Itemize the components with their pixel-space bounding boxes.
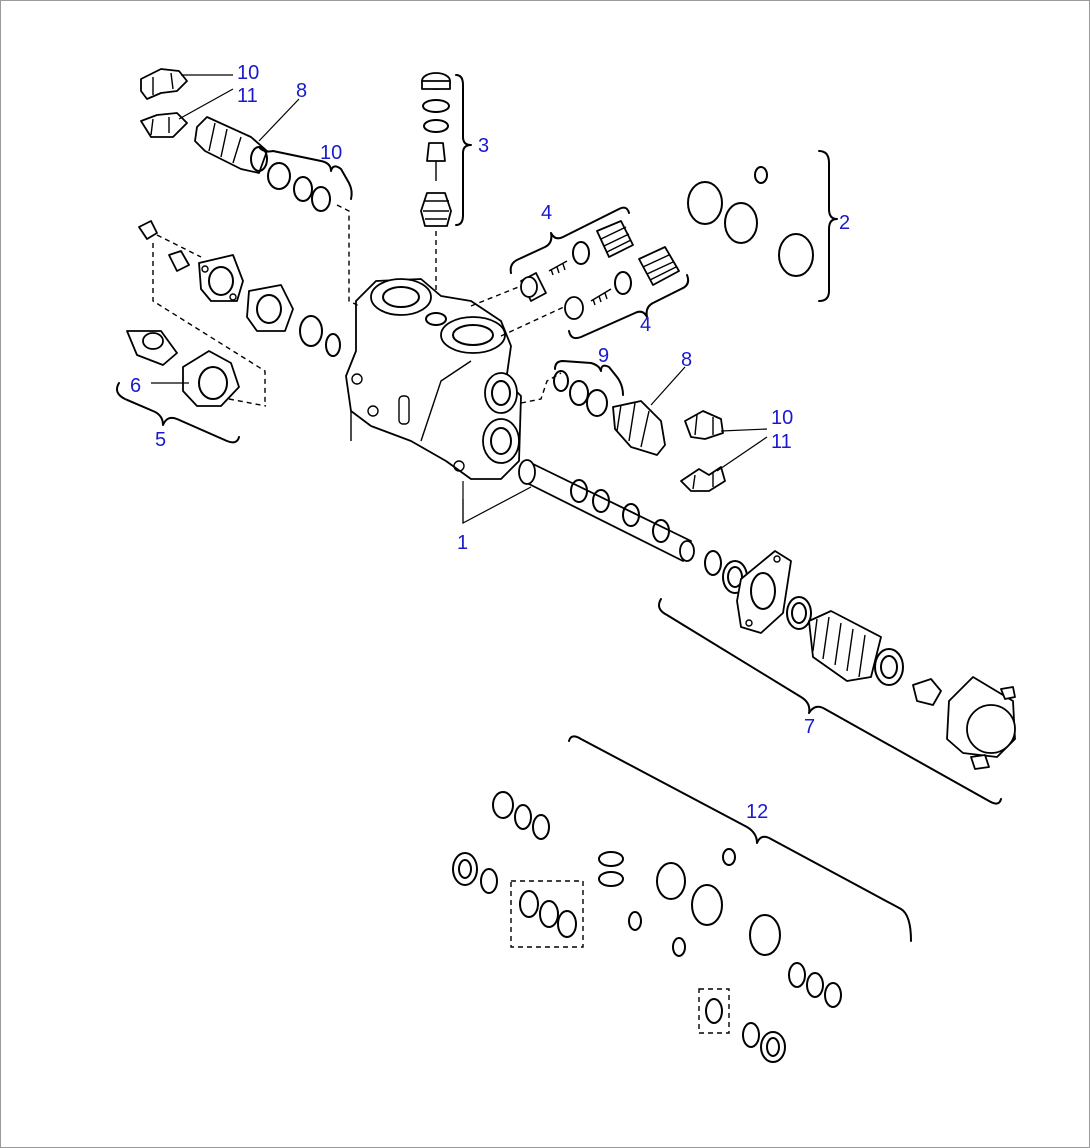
- part-4-upper: [520, 220, 634, 302]
- callout-7: 7: [804, 716, 815, 738]
- leader-lines: [151, 74, 768, 524]
- brace-12: [568, 735, 912, 942]
- clips-lower: [680, 410, 726, 492]
- part-3-assembly: [420, 72, 452, 293]
- callouts: 1 2 3 4 4 5 6 7 8 8 9 10 11 10 10 11 12: [130, 62, 850, 823]
- spool: [518, 459, 695, 562]
- callout-10-upper-left: 10: [237, 62, 259, 84]
- valve-body: [345, 278, 522, 480]
- callout-6: 6: [130, 375, 141, 397]
- callout-3: 3: [478, 135, 489, 157]
- brace-4-upper: [509, 206, 630, 274]
- callout-11-lower: 11: [771, 431, 792, 453]
- part-7-assembly: [704, 550, 1016, 770]
- callout-11-upper: 11: [237, 85, 258, 107]
- brace-3: [455, 74, 472, 226]
- callout-10-upper: 10: [320, 142, 342, 164]
- callout-10-lower: 10: [771, 407, 793, 429]
- brace-2: [818, 150, 838, 302]
- brace-9: [554, 360, 624, 396]
- brace-10-upper: [258, 146, 353, 200]
- brace-7: [658, 598, 1002, 805]
- callout-8-upper: 8: [296, 80, 307, 102]
- part-2-rings: [687, 166, 814, 277]
- callout-5: 5: [155, 429, 166, 451]
- callout-2: 2: [839, 212, 850, 234]
- callout-4-upper: 4: [541, 202, 552, 224]
- brace-5: [116, 382, 240, 444]
- callout-9: 9: [598, 345, 609, 367]
- callout-8-lower: 8: [681, 349, 692, 371]
- callout-4-lower: 4: [640, 314, 651, 336]
- braces: [116, 74, 1002, 942]
- part-5-assembly: [126, 220, 341, 407]
- callout-12: 12: [746, 801, 768, 823]
- part-4-lower: [470, 246, 680, 337]
- brace-4-lower: [568, 274, 690, 340]
- part-12-seal-kit: [452, 791, 842, 1063]
- part-8-valve-upper: [194, 116, 362, 308]
- callout-1: 1: [457, 532, 468, 554]
- clips-upper: [140, 68, 188, 138]
- part-9-rings: [520, 370, 608, 417]
- part-8-valve-lower: [612, 400, 666, 456]
